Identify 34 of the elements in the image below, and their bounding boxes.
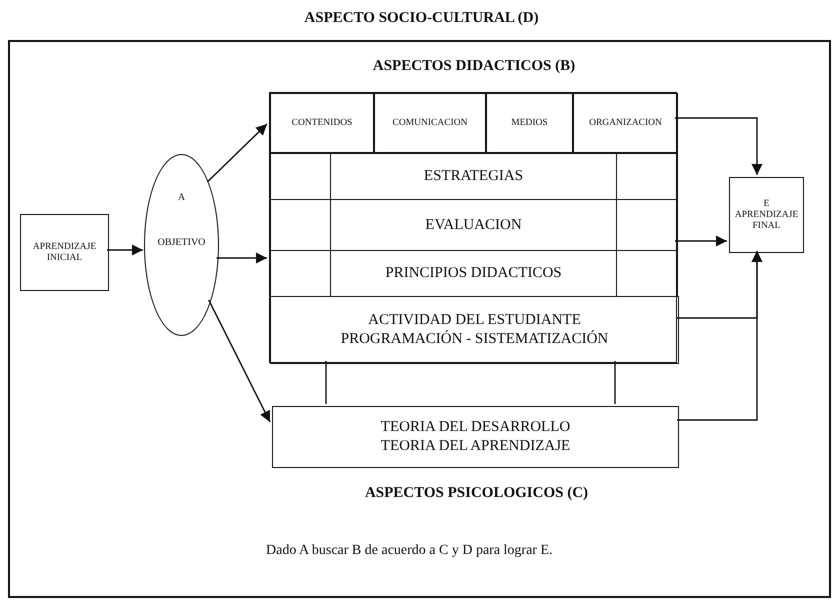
row-label: PRINCIPIOS DIDACTICOS — [385, 264, 562, 283]
note-text: Dado A buscar B de acuerdo a C y D para lograr E. — [266, 543, 553, 559]
connector-arrow — [107, 244, 143, 256]
grid-cell: CONTENIDOS — [270, 93, 374, 153]
section-heading: ASPECTOS DIDACTICOS (B) — [372, 58, 576, 75]
grid-cell: MEDIOS — [486, 93, 573, 153]
box-label: TEORIA DEL DESARROLLO — [380, 418, 570, 437]
box-label: E — [764, 198, 770, 210]
objective-ellipse — [144, 154, 219, 336]
box-label: APRENDIZAJE INICIAL — [32, 242, 98, 264]
row-label: EVALUACION — [425, 216, 522, 234]
grid-row — [270, 153, 678, 200]
box-label: ACTIVIDAD DEL ESTUDIANTE — [368, 311, 581, 330]
connector-arrow — [208, 300, 271, 422]
connector-arrow — [216, 252, 267, 264]
connector-arrow — [675, 117, 762, 175]
grid-cell: ORGANIZACION — [573, 93, 678, 153]
grid-row — [270, 199, 678, 251]
box-label: PROGRAMACIÓN - SISTEMATIZACIÓN — [340, 330, 608, 349]
grid-row — [270, 250, 678, 297]
connector-arrow — [675, 236, 727, 246]
connector-arrow — [206, 124, 268, 182]
wide-box — [270, 296, 679, 364]
section-heading: ASPECTOS PSICOLOGICOS (C) — [364, 485, 590, 502]
box-label: TEORIA DEL APRENDIZAJE — [380, 437, 570, 456]
ellipse-label: OBJETIVO — [156, 237, 206, 248]
box-label: APRENDIZAJE FINAL — [734, 210, 800, 232]
row-label: ESTRATEGIAS — [424, 167, 524, 186]
connector-arrow — [677, 251, 762, 421]
process-box — [729, 177, 804, 253]
ellipse-label: A — [176, 192, 186, 203]
grid-cell: COMUNICACION — [374, 93, 486, 153]
section-heading: ASPECTO SOCIO-CULTURAL (D) — [303, 10, 540, 27]
process-box — [20, 214, 109, 291]
